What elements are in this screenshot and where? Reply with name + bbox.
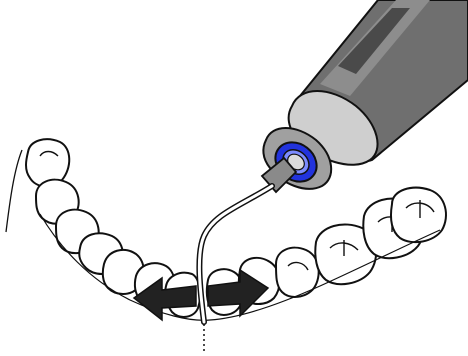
gum-contour [39, 213, 441, 321]
tooth-groove [287, 261, 309, 271]
scaler-tip-inner [197, 184, 274, 324]
tooth-groove [39, 150, 59, 157]
tooth-icon [275, 246, 320, 298]
tooth-icon [314, 223, 378, 286]
handpiece-band [338, 8, 410, 74]
tooth-groove [329, 240, 359, 256]
arrow-left [132, 276, 197, 322]
double-arrow-icon [132, 268, 270, 322]
gum-line [5, 149, 23, 233]
tooth-groove [405, 200, 435, 218]
scaler-handpiece-icon [260, 0, 468, 194]
lower-teeth-right [205, 186, 447, 316]
arrow-right [207, 268, 270, 318]
tooth-icon [25, 138, 71, 188]
tooth-icon [390, 186, 447, 244]
